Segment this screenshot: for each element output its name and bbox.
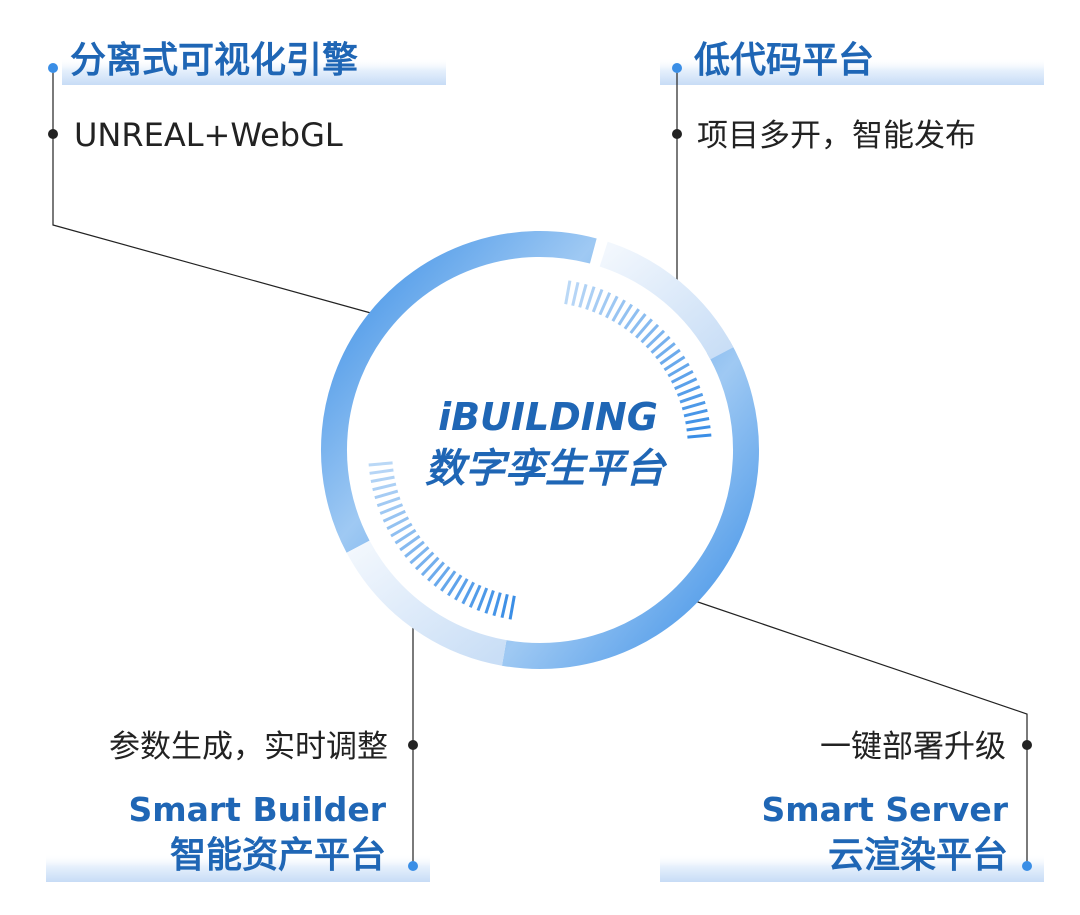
ring-tick <box>368 461 393 467</box>
ring-tick <box>374 489 399 500</box>
ring-tick <box>468 584 482 608</box>
center-title: iBUILDING <box>438 395 658 439</box>
ring-arc-main-top <box>321 231 597 553</box>
node-dot-bottom-right <box>1022 861 1032 871</box>
ring-tick <box>578 283 588 308</box>
ring-tick <box>376 496 401 508</box>
central-ring <box>321 231 760 670</box>
center-subtitle: 数字孪生平台 <box>425 446 668 492</box>
ring-tick <box>685 417 710 425</box>
ring-arc-fade-left <box>346 540 507 666</box>
ring-tick <box>427 561 445 582</box>
ring-tick <box>379 503 404 515</box>
ring-tick <box>508 595 516 620</box>
ring-tick <box>370 475 395 483</box>
ring-tick <box>663 355 686 372</box>
ring-tick <box>414 551 435 571</box>
ring-tick <box>399 534 421 552</box>
ring-tick <box>409 546 430 565</box>
ring-tick <box>564 280 572 305</box>
ring-tick <box>617 303 633 326</box>
ring-tick <box>369 468 394 475</box>
label-band-bottom-right <box>660 854 1044 882</box>
label-band-top-left <box>62 58 446 85</box>
ring-arc-fade-right <box>599 241 734 360</box>
title-en-bottom-left: Smart Builder <box>128 790 386 829</box>
ring-tick <box>454 578 469 601</box>
ring-tick <box>447 574 463 597</box>
ring-tick <box>611 299 626 322</box>
ring-tick <box>629 313 647 334</box>
label-band-top-right <box>660 58 1044 85</box>
title-bottom-right: 云渲染平台 <box>828 835 1008 876</box>
ring-tick <box>492 592 502 617</box>
title-top-left: 分离式可视化引擎 <box>70 40 358 81</box>
ring-tick <box>598 292 612 316</box>
ring-ticks-right <box>564 280 712 439</box>
ring-ticks-left <box>368 461 516 620</box>
ring-tick <box>674 377 698 391</box>
ring-tick <box>571 281 580 307</box>
ring-tick <box>683 408 708 418</box>
ring-tick <box>679 392 704 404</box>
desc-dot-bottom-right <box>1022 740 1032 750</box>
ring-tick <box>605 295 619 319</box>
connector-bottom-right <box>691 599 1028 866</box>
label-band-bottom-left <box>46 854 430 882</box>
ring-tick <box>659 348 681 366</box>
ring-tick <box>681 400 706 411</box>
title-en-bottom-right: Smart Server <box>761 790 1008 829</box>
ring-tick <box>382 509 406 523</box>
ring-tick <box>687 433 712 439</box>
ring-tick <box>476 587 489 612</box>
connector-top-left <box>52 68 379 316</box>
ring-tick <box>676 385 701 397</box>
ring-tick <box>670 369 694 384</box>
desc-bottom-right: 一键部署升级 <box>820 729 1006 765</box>
title-top-right: 低代码平台 <box>694 40 874 81</box>
ring-tick <box>585 286 596 310</box>
ring-tick <box>623 308 640 330</box>
ring-tick <box>635 318 653 339</box>
ring-tick <box>386 516 410 531</box>
ring-tick <box>645 329 666 349</box>
ring-tick <box>372 482 397 492</box>
ring-tick <box>390 522 413 538</box>
ring-tick <box>394 528 417 545</box>
title-bottom-left: 智能资产平台 <box>170 835 386 876</box>
desc-dot-bottom-left <box>408 740 418 750</box>
desc-top-right: 项目多开，智能发布 <box>697 118 976 154</box>
ring-tick <box>591 288 604 313</box>
ring-tick <box>655 342 676 360</box>
desc-bottom-left: 参数生成，实时调整 <box>109 729 388 765</box>
ring-tick <box>420 556 440 577</box>
ring-tick <box>650 335 671 354</box>
ring-tick <box>640 323 660 344</box>
ring-tick <box>404 540 425 558</box>
ring-tick <box>440 570 457 592</box>
ring-arc-main-bottom <box>501 340 760 670</box>
node-dot-bottom-left <box>408 861 418 871</box>
ring-tick <box>686 425 711 432</box>
ring-tick <box>484 590 495 614</box>
desc-top-left: UNREAL+WebGL <box>74 116 343 154</box>
ring-tick <box>433 566 451 587</box>
desc-dot-top-right <box>672 129 682 139</box>
node-dot-top-right <box>672 63 682 73</box>
ring-tick <box>500 593 509 619</box>
ring-tick <box>461 581 475 605</box>
desc-dot-top-left <box>48 129 58 139</box>
node-dot-top-left <box>48 63 58 73</box>
ring-tick <box>667 362 690 378</box>
